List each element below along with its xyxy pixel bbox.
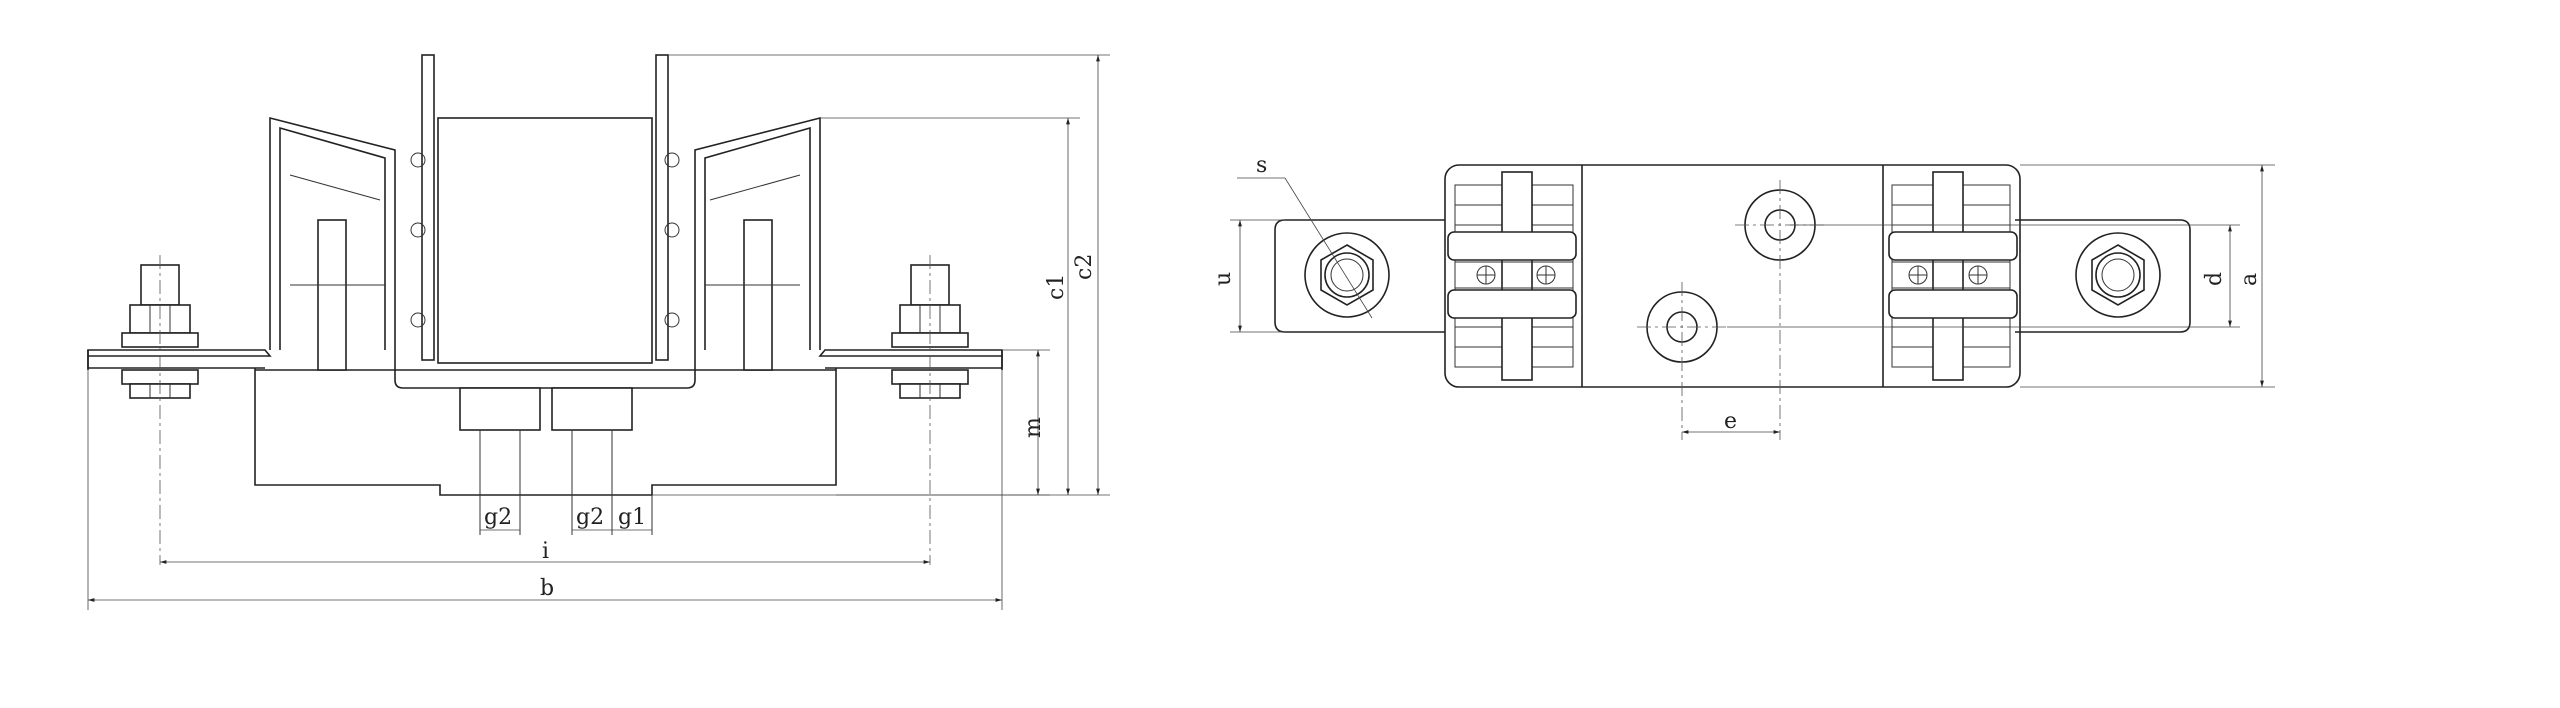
front-dimensions: b i g2 g2 g1 m c1 c2	[87, 54, 1110, 610]
dim-label-m: m	[1021, 417, 1046, 438]
base-outline	[1444, 164, 2021, 388]
fuse-clip-left	[269, 116, 396, 371]
terminal-bolt-right	[891, 255, 969, 565]
top-view: s u d a e	[1211, 153, 2275, 440]
dim-label-g1: g1	[618, 505, 646, 530]
insulating-base	[254, 368, 837, 496]
dim-label-c2: c2	[1072, 254, 1097, 280]
terminal-bolt-left	[121, 255, 199, 565]
dim-label-d: d	[2202, 272, 2227, 286]
terminal-bar-left	[1274, 219, 1445, 333]
dim-label-c1: c1	[1044, 274, 1069, 300]
clip-top-right	[1888, 171, 2018, 381]
fuse-clip-right	[694, 116, 821, 371]
dim-label-g2-left: g2	[484, 505, 512, 530]
fuse-link	[394, 54, 696, 535]
clip-top-left	[1447, 171, 1577, 381]
mounting-holes	[1637, 180, 1825, 440]
dim-label-g2-right: g2	[576, 505, 604, 530]
dim-label-u: u	[1211, 272, 1236, 286]
dim-label-e: e	[1724, 409, 1737, 434]
top-dimensions: s u d a e	[1211, 153, 2275, 434]
contact-strip	[87, 349, 1003, 370]
dim-label-b: b	[540, 576, 554, 601]
dim-label-i: i	[542, 539, 549, 564]
front-view: b i g2 g2 g1 m c1 c2	[87, 54, 1110, 610]
dim-label-s: s	[1256, 153, 1267, 178]
terminal-bar-right	[2015, 219, 2191, 333]
dim-label-a: a	[2237, 273, 2262, 286]
